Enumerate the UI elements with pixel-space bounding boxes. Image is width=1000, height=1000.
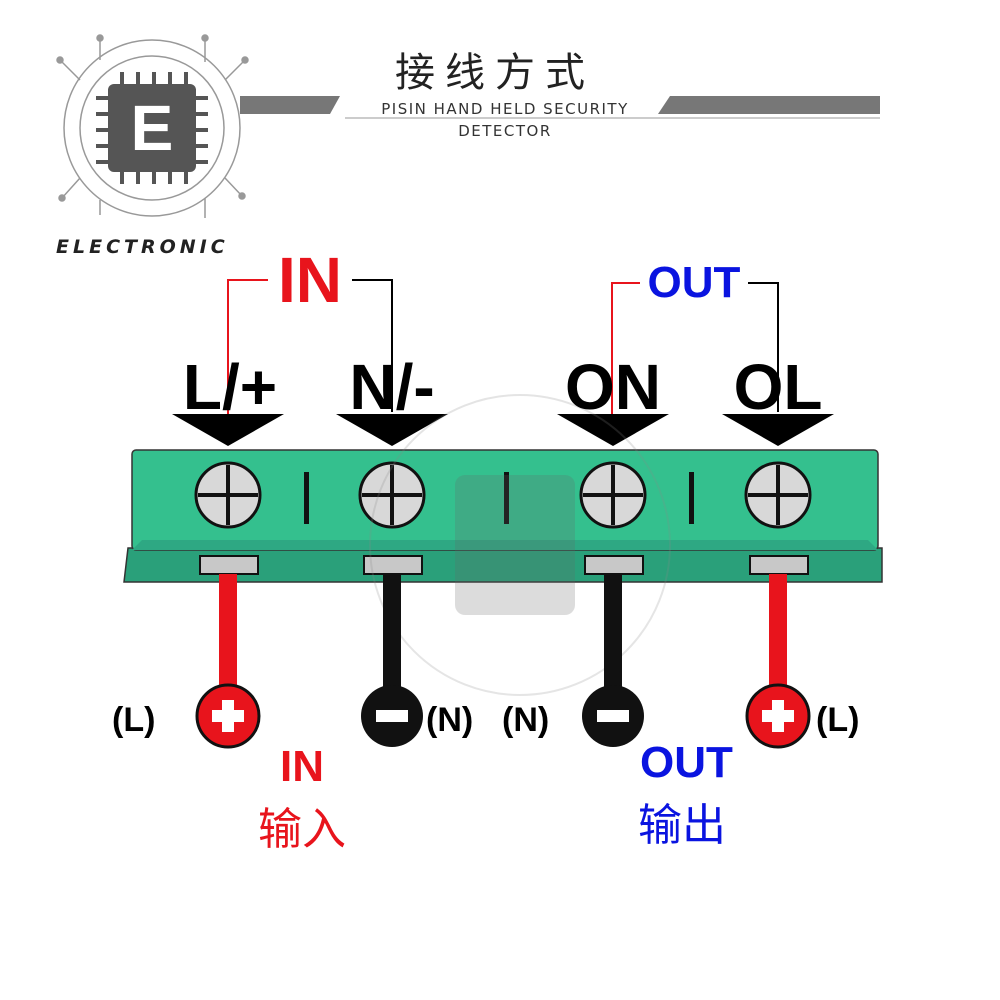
arrow-on: [557, 414, 669, 446]
logo-letter: E: [130, 92, 174, 164]
wire-tag-n-out: (N): [502, 701, 550, 739]
out-bracket-red: [611, 282, 640, 420]
bottom-out-cn-label: 输出: [638, 800, 726, 851]
clamp-l: [199, 555, 259, 575]
minus-icon: [597, 710, 629, 722]
arrow-n: [336, 414, 448, 446]
divider-1: [304, 472, 309, 524]
header-title: 接线方式: [395, 50, 595, 96]
header-bar-right: [658, 96, 880, 114]
wire-on: [604, 574, 622, 692]
plus-icon: [762, 700, 794, 732]
header-bar-left: [240, 96, 340, 114]
out-bracket-black: [748, 282, 779, 412]
wire-tag-n-in: (N): [426, 701, 474, 739]
divider-2: [504, 472, 509, 524]
bottom-in-cn-label: 输入: [258, 804, 346, 855]
logo-circuit: [56, 34, 249, 218]
screw-ol: [744, 461, 812, 529]
in-group-label: IN: [268, 244, 352, 316]
wire-ol: [769, 574, 787, 692]
divider-3: [689, 472, 694, 524]
watermark-chip: [369, 394, 671, 696]
bottom-in-label: IN: [280, 742, 324, 791]
terminal-label-l: L/+: [182, 351, 278, 423]
wire-tag-l-out: (L): [816, 701, 860, 739]
wire-tag-l: (L): [112, 701, 156, 739]
wire-l: [219, 574, 237, 692]
minus-icon: [376, 710, 408, 722]
terminal-label-ol: OL: [733, 351, 823, 423]
in-bracket-black: [352, 279, 393, 412]
screw-l: [194, 461, 262, 529]
wire-n: [383, 574, 401, 692]
plus-icon: [212, 700, 244, 732]
logo-text: ELECTRONIC: [56, 236, 229, 258]
screw-on: [579, 461, 647, 529]
bottom-out-label: OUT: [640, 738, 733, 787]
screw-n: [358, 461, 426, 529]
clamp-on: [584, 555, 644, 575]
terminal-label-n: N/-: [349, 351, 435, 423]
header-subtitle: PISIN HAND HELD SECURITY DETECTOR: [381, 100, 629, 140]
terminal-label-on: ON: [565, 351, 661, 423]
arrow-ol: [722, 414, 834, 446]
logo-chip: [96, 72, 208, 184]
clamp-ol: [749, 555, 809, 575]
arrow-l: [172, 414, 284, 446]
in-bracket-red: [227, 279, 268, 420]
out-group-label: OUT: [640, 258, 748, 308]
